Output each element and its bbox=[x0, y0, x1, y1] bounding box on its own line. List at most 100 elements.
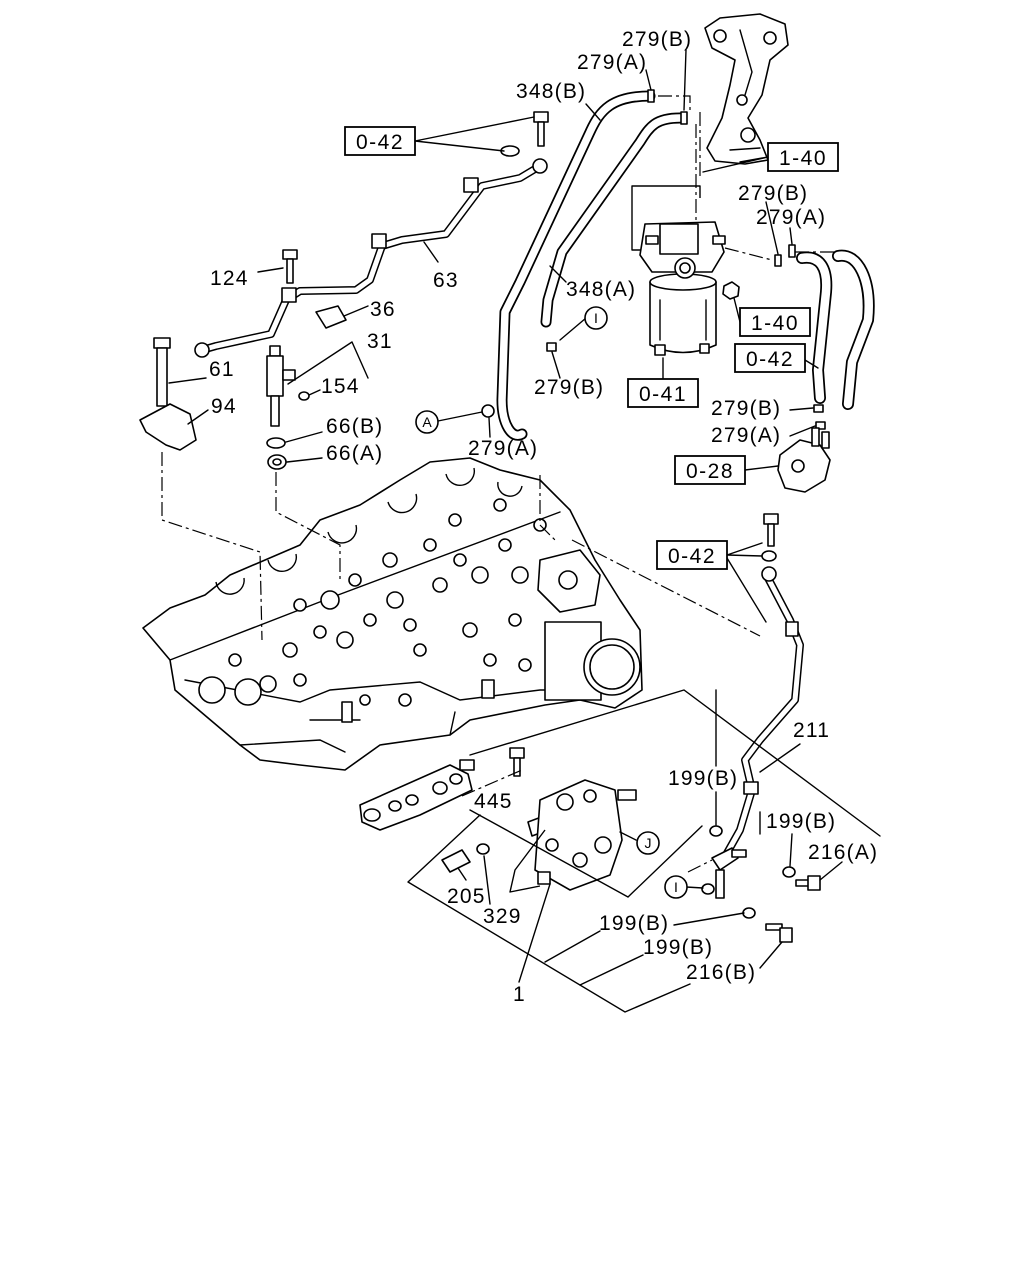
head-port-hole bbox=[453, 553, 467, 567]
bracket-hole bbox=[740, 127, 756, 143]
injector-clamp-94 bbox=[139, 403, 197, 451]
hose-clips-279 bbox=[481, 89, 826, 430]
leader bbox=[488, 417, 491, 438]
rail-outlet bbox=[405, 794, 419, 806]
leader bbox=[759, 811, 793, 867]
label-279a: 279(A) bbox=[711, 424, 781, 447]
injector-31 bbox=[266, 345, 296, 427]
leader bbox=[423, 241, 439, 263]
bolt-shank bbox=[513, 757, 521, 777]
leader bbox=[744, 465, 779, 471]
bolt-216a bbox=[795, 875, 821, 891]
throttle-body-bore-inner bbox=[589, 644, 635, 690]
ref-box-label: 0-42 bbox=[356, 131, 404, 154]
head-port-hole bbox=[293, 673, 307, 687]
leader bbox=[168, 377, 207, 384]
injection-pipe-63 bbox=[194, 158, 548, 358]
head-port-hole bbox=[432, 577, 448, 593]
marker-circle bbox=[584, 306, 608, 330]
pipe-nut bbox=[194, 342, 210, 358]
leader bbox=[683, 49, 687, 111]
label-61: 61 bbox=[209, 358, 235, 381]
bracket-hole bbox=[736, 94, 748, 106]
marker-i-lower: I bbox=[664, 875, 688, 899]
pump-outlet bbox=[617, 789, 637, 801]
hose-clip bbox=[774, 254, 782, 267]
pipe-nut bbox=[371, 233, 387, 249]
ref-box-frame bbox=[739, 307, 811, 337]
hose-body bbox=[498, 92, 654, 439]
head-port-hole bbox=[423, 538, 437, 552]
pipe-joint bbox=[785, 621, 799, 637]
label-279a: 279(A) bbox=[577, 51, 647, 74]
hose-body bbox=[797, 253, 831, 403]
label-348a: 348(A) bbox=[566, 278, 636, 301]
pipe-clamp-bolt bbox=[500, 111, 549, 157]
leader bbox=[257, 267, 284, 273]
tee-branch bbox=[731, 849, 747, 858]
leader bbox=[551, 351, 561, 379]
marker-letter: I bbox=[674, 879, 678, 895]
filter-bowl-rib bbox=[659, 299, 707, 341]
head-port-hole bbox=[336, 631, 354, 649]
reference-boxes: 0-42 1-40 1-40 0-42 0-41 0-28 0-42 bbox=[344, 126, 839, 570]
marker-letter: A bbox=[422, 414, 432, 430]
pipe-nut bbox=[281, 287, 297, 303]
cam-saddle bbox=[445, 467, 476, 486]
marker-circle bbox=[664, 875, 688, 899]
head-port-hole bbox=[508, 613, 522, 627]
label-1: 1 bbox=[513, 983, 526, 1006]
cam-saddle bbox=[327, 524, 358, 544]
label-279b: 279(B) bbox=[738, 182, 808, 205]
head-port-hole bbox=[403, 618, 417, 632]
pipe-body bbox=[199, 163, 543, 353]
leader bbox=[407, 814, 691, 1013]
head-port-hole bbox=[462, 622, 478, 638]
ref-box-frame bbox=[627, 378, 699, 408]
label-124: 124 bbox=[210, 267, 249, 290]
filter-outlet-fitting bbox=[712, 235, 726, 245]
part-number-labels: 279(B) 279(A) 348(B) 279(B) 279(A) 124 6… bbox=[209, 28, 877, 1006]
centerline bbox=[539, 475, 556, 541]
label-445: 445 bbox=[474, 790, 513, 813]
ref-box-frame bbox=[656, 540, 728, 570]
ref-box-frame bbox=[674, 455, 746, 485]
ref-box-0-42-middle: 0-42 bbox=[656, 540, 728, 570]
fuel-hose-348a bbox=[540, 112, 686, 328]
cam-saddle bbox=[267, 553, 298, 572]
upper-mounting-bracket bbox=[704, 13, 789, 165]
bolt-shank bbox=[767, 523, 775, 547]
label-63: 63 bbox=[433, 269, 459, 292]
filter-inlet-fitting bbox=[645, 235, 659, 245]
cam-saddle bbox=[387, 493, 418, 514]
tee-branch bbox=[715, 869, 725, 899]
stud-shank bbox=[156, 347, 168, 407]
connection-markers: I A J I bbox=[415, 306, 688, 899]
leader bbox=[733, 297, 741, 323]
leader bbox=[789, 407, 814, 411]
leader bbox=[559, 317, 587, 341]
leader bbox=[579, 954, 644, 986]
centerline bbox=[461, 769, 523, 797]
head-fitting bbox=[481, 679, 495, 699]
injector-fitting bbox=[282, 369, 296, 381]
leader bbox=[759, 941, 783, 969]
marker-j: J bbox=[636, 831, 660, 855]
washer-199b bbox=[742, 907, 756, 919]
label-279a: 279(A) bbox=[468, 437, 538, 460]
marker-circle bbox=[636, 831, 660, 855]
rail-outlet bbox=[432, 781, 448, 795]
label-154: 154 bbox=[321, 375, 360, 398]
head-port-hole bbox=[518, 658, 532, 672]
label-205: 205 bbox=[447, 885, 486, 908]
filter-drain-plug bbox=[699, 343, 710, 354]
ref-box-frame bbox=[767, 142, 839, 172]
head-port-hole bbox=[259, 675, 277, 693]
label-94: 94 bbox=[211, 395, 237, 418]
leader bbox=[645, 69, 652, 91]
ref-box-frame bbox=[734, 343, 806, 373]
hose-clip bbox=[788, 244, 796, 258]
injector-nozzle bbox=[270, 395, 280, 427]
head-port-hole bbox=[511, 566, 529, 584]
hose-clip bbox=[680, 111, 688, 125]
